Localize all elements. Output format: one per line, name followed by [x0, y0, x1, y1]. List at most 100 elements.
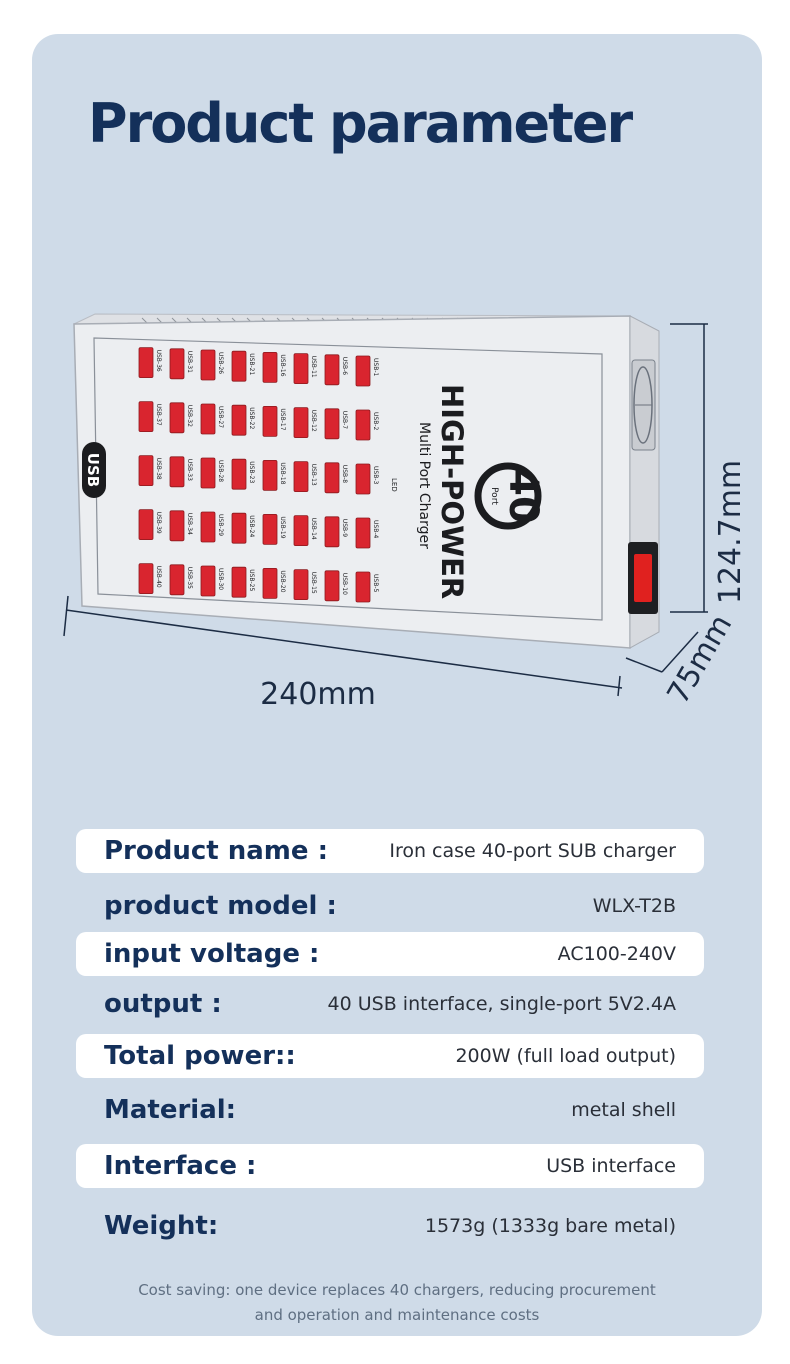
brand-line: HIGH-POWER [435, 384, 469, 599]
usb-port [138, 563, 154, 595]
usb-port [293, 569, 309, 601]
usb-port-label: USB-12 [310, 410, 317, 432]
param-label: Weight: [104, 1211, 219, 1241]
usb-port-label: USB-25 [248, 569, 255, 591]
usb-port [262, 405, 278, 437]
usb-port [293, 515, 309, 547]
usb-port [169, 510, 185, 542]
param-row: Interface : USB interface [76, 1144, 704, 1188]
param-label: product model : [104, 891, 337, 921]
usb-port [169, 402, 185, 434]
usb-port-label: USB-28 [217, 460, 224, 482]
usb-port-label: USB-37 [155, 404, 162, 426]
usb-port [293, 353, 309, 384]
usb-port-label: USB-13 [310, 464, 317, 486]
usb-port-grid: USB-1USB-2USB-3USB-4USB-5USB-6USB-7USB-8… [138, 347, 379, 603]
usb-port-label: USB-1 [372, 358, 379, 376]
param-label: Product name : [104, 836, 328, 866]
brand-subline: Multi Port Charger [416, 422, 432, 549]
product-image: USB USB-1USB-2USB-3USB-4USB-5USB-6USB-7U… [63, 313, 748, 712]
param-value: Iron case 40-port SUB charger [389, 840, 676, 862]
param-value: AC100-240V [557, 943, 676, 965]
usb-port [138, 401, 154, 432]
usb-port [169, 348, 185, 380]
usb-port [324, 462, 340, 494]
page-title: Product parameter [88, 92, 633, 155]
param-label: Interface : [104, 1151, 257, 1181]
usb-port [169, 456, 185, 488]
usb-port-label: USB-32 [186, 405, 193, 427]
usb-port-label: USB-20 [279, 570, 286, 592]
usb-port [262, 513, 278, 545]
usb-port-label: USB-34 [186, 513, 193, 535]
usb-port [355, 463, 371, 495]
param-value: 1573g (1333g bare metal) [424, 1215, 676, 1237]
usb-port-label: USB-27 [217, 406, 224, 428]
usb-port [355, 517, 371, 549]
usb-port [200, 511, 216, 543]
usb-port [355, 409, 371, 441]
param-row: Total power::200W (full load output) [76, 1034, 704, 1078]
usb-port [293, 461, 309, 493]
usb-port [262, 352, 278, 383]
usb-port [231, 566, 247, 598]
usb-port-label: USB-30 [217, 568, 224, 590]
usb-port [200, 457, 216, 489]
param-row: input voltage : AC100-240V [76, 932, 704, 976]
usb-port-label: USB-16 [279, 354, 286, 376]
led-label: LED [390, 478, 398, 492]
usb-port-label: USB-31 [186, 351, 193, 373]
usb-port-label: USB-36 [155, 350, 162, 372]
usb-port [355, 355, 371, 387]
usb-port-label: USB-23 [248, 461, 255, 483]
height-label: 124.7mm [713, 460, 748, 604]
usb-port-label: USB-10 [341, 573, 348, 595]
usb-port [324, 516, 340, 548]
usb-port-label: USB-18 [279, 462, 286, 484]
footer-line-2: and operation and maintenance costs [254, 1306, 540, 1324]
length-dimension [63, 595, 623, 697]
param-label: Material: [104, 1095, 237, 1125]
usb-port-label: USB-38 [155, 458, 162, 480]
badge-40-port: 40 Port [474, 462, 546, 530]
param-label: Total power:: [104, 1041, 296, 1071]
param-label: input voltage : [104, 939, 320, 969]
param-value: WLX-T2B [592, 895, 676, 917]
usb-port-label: USB-9 [341, 519, 348, 537]
param-value: metal shell [571, 1099, 676, 1121]
length-label: 240mm [260, 677, 376, 712]
usb-port [200, 565, 216, 597]
param-value: 200W (full load output) [455, 1045, 676, 1067]
usb-port [262, 567, 278, 599]
fan-icon [631, 359, 656, 451]
usb-port-label: USB-8 [341, 465, 348, 483]
usb-port [138, 455, 154, 487]
usb-port [231, 350, 247, 382]
usb-port-label: USB-40 [155, 566, 162, 588]
usb-port [324, 408, 340, 440]
power-switch [628, 542, 658, 614]
usb-port-label: USB-7 [341, 411, 348, 429]
usb-port [324, 354, 340, 386]
param-row: output :40 USB interface, single-port 5V… [76, 982, 704, 1026]
usb-port-label: USB-29 [217, 514, 224, 536]
front-panel [93, 337, 603, 621]
param-value: USB interface [546, 1155, 676, 1177]
usb-port-label: USB-19 [279, 516, 286, 538]
usb-port [231, 404, 247, 436]
usb-port-label: USB-39 [155, 512, 162, 534]
usb-port [293, 407, 309, 439]
depth-dimension [625, 631, 699, 673]
usb-port-label: USB-33 [186, 459, 193, 481]
usb-logo-text: USB [84, 453, 102, 487]
power-switch-rocker [634, 554, 652, 602]
usb-port-label: USB-22 [248, 407, 255, 429]
usb-port [138, 509, 154, 541]
usb-port [200, 403, 216, 435]
usb-port [169, 564, 185, 596]
usb-port-label: USB-5 [372, 574, 379, 592]
usb-port-label: USB-26 [217, 352, 224, 374]
usb-port [231, 458, 247, 490]
usb-port-label: USB-4 [372, 520, 379, 538]
